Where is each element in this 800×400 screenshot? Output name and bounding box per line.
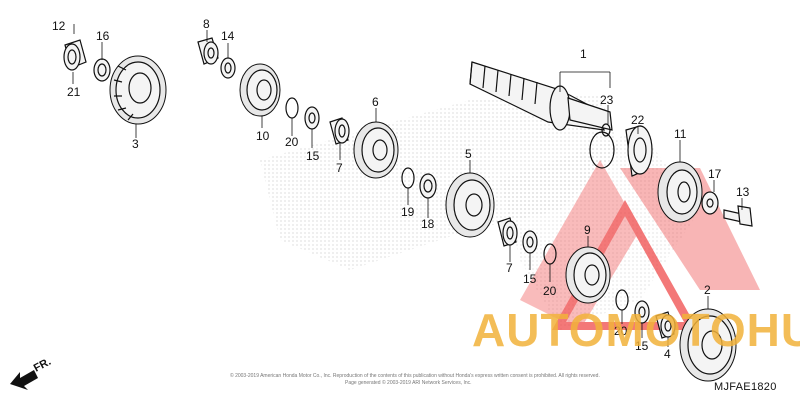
callout-6: 6	[372, 95, 379, 109]
callout-labels: 12 16 21 3 8 14 10 20 15 7 6 19 18 5 7 1…	[52, 17, 750, 361]
leader-lines	[72, 24, 743, 347]
callout-18: 18	[421, 217, 435, 231]
callout-15b: 15	[523, 272, 537, 286]
gear-10	[239, 63, 281, 117]
callout-21: 21	[67, 85, 81, 99]
needle-bearing-21	[63, 39, 87, 71]
washer-17	[701, 191, 719, 215]
callout-9: 9	[584, 223, 591, 237]
washer-15c	[634, 300, 650, 324]
oil-seal-22	[589, 125, 653, 177]
callout-1: 1	[580, 47, 587, 61]
callout-3: 3	[132, 137, 139, 151]
front-direction-arrow-icon	[10, 370, 38, 390]
gear-6	[353, 121, 399, 179]
bearing-7b	[497, 217, 518, 247]
direction-label: FR.	[32, 356, 53, 375]
gear-9	[565, 246, 611, 304]
gear-3	[109, 55, 167, 125]
callout-14: 14	[221, 29, 235, 43]
mainshaft	[469, 61, 613, 131]
bushing-8	[197, 37, 219, 65]
callout-2: 2	[704, 283, 711, 297]
watermark-logo	[520, 160, 760, 330]
callout-8: 8	[203, 17, 210, 31]
callout-13: 13	[736, 185, 750, 199]
assembly-shading-left	[260, 95, 620, 270]
copyright-line-2: Page generated © 2003-2019 ARI Network S…	[345, 379, 472, 386]
callout-17: 17	[708, 167, 722, 181]
oring-23	[601, 123, 611, 137]
watermark-text: AUTOMOTOHUB	[472, 304, 800, 356]
callout-7a: 7	[336, 161, 343, 175]
callout-16: 16	[96, 29, 110, 43]
callout-23: 23	[600, 93, 614, 107]
washer-15b	[522, 230, 538, 254]
washer-18	[419, 173, 437, 199]
bolt-13	[723, 205, 753, 227]
gear-2	[679, 308, 737, 382]
copyright-line-1: © 2003-2019 American Honda Motor Co., In…	[230, 372, 600, 379]
circlip-20a	[285, 97, 299, 119]
bearing-7a	[329, 117, 350, 145]
callout-7b: 7	[506, 261, 513, 275]
diagram-code: MJFAE1820	[714, 381, 777, 393]
callout-20a: 20	[285, 135, 299, 149]
callout-10: 10	[256, 129, 270, 143]
gear-5	[445, 172, 495, 238]
callout-19: 19	[401, 205, 415, 219]
washer-16	[93, 58, 111, 82]
drive-sprocket-11	[657, 161, 703, 223]
callout-20c: 20	[614, 324, 628, 338]
washer-14	[220, 57, 236, 79]
callout-4: 4	[664, 347, 671, 361]
washer-15a	[304, 106, 320, 130]
callout-15c: 15	[635, 339, 649, 353]
callout-5: 5	[465, 147, 472, 161]
callout-22: 22	[631, 113, 645, 127]
callout-11: 11	[674, 127, 687, 141]
callout-12: 12	[52, 19, 66, 33]
callout-15a: 15	[306, 149, 320, 163]
callout-20b: 20	[543, 284, 557, 298]
